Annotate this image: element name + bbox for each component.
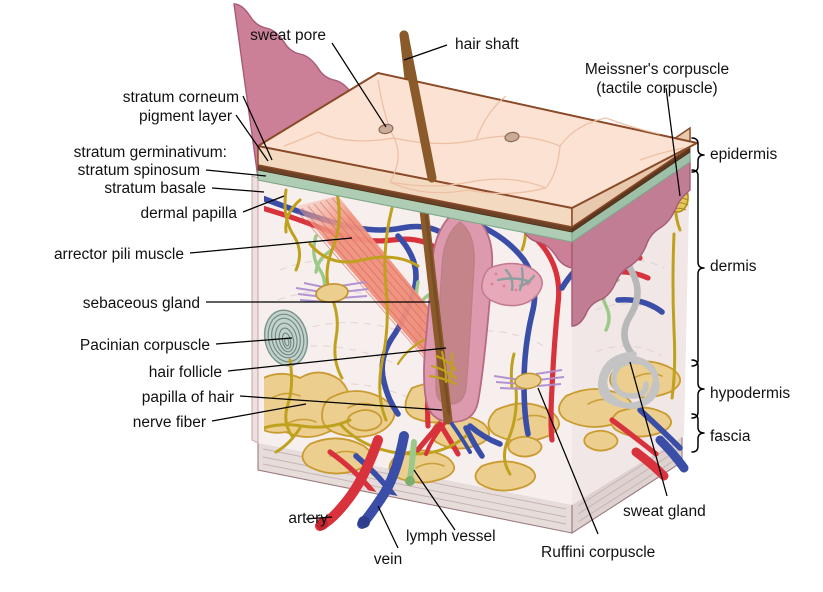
sweat-gland-coil	[597, 351, 660, 409]
skin-top-surface	[257, 72, 698, 209]
label-stratum-spinosum: stratum spinosum	[78, 162, 200, 179]
bracket-label-hypodermis: hypodermis	[710, 385, 790, 402]
label-meissner-corpuscle-line2: (tactile corpuscle)	[596, 80, 717, 97]
label-arrector-pili-muscle: arrector pili muscle	[54, 246, 184, 263]
bracket-label-dermis: dermis	[710, 258, 757, 275]
label-sweat-pore: sweat pore	[250, 27, 326, 44]
label-pigment-layer: pigment layer	[139, 108, 232, 125]
skin-block	[233, 3, 698, 535]
sweat-pore-center	[504, 131, 520, 143]
label-pacinian-corpuscle: Pacinian corpuscle	[80, 337, 210, 354]
leader-lines	[189, 42, 681, 549]
label-nerve-fiber: nerve fiber	[133, 414, 206, 431]
label-stratum-corneum: stratum corneum	[123, 89, 239, 106]
label-stratum-germinativum: stratum germinativum:	[74, 144, 227, 161]
pacinian-nerve-stalk	[284, 358, 294, 438]
label-hair-shaft: hair shaft	[455, 36, 519, 53]
label-sebaceous-gland: sebaceous gland	[83, 295, 200, 312]
label-artery: artery	[288, 510, 328, 527]
label-stratum-basale: stratum basale	[104, 180, 206, 197]
label-sweat-gland: sweat gland	[623, 503, 706, 520]
skin-surface-furrows	[283, 79, 685, 195]
sweat-pore-left	[378, 123, 394, 135]
bracket-label-epidermis: epidermis	[710, 146, 777, 163]
sebaceous-gland	[295, 281, 369, 303]
label-hair-follicle: hair follicle	[149, 364, 222, 381]
label-meissner-corpuscle-line1: Meissner's corpuscle	[585, 61, 729, 78]
subcutaneous-vessels	[315, 431, 689, 531]
label-vein: vein	[374, 551, 402, 568]
label-ruffini-corpuscle: Ruffini corpuscle	[541, 544, 655, 561]
dermal-plexus-cluster	[481, 262, 543, 307]
layer-brackets	[691, 137, 705, 453]
stratum-basale-right	[571, 158, 691, 327]
ruffini-corpuscle	[493, 369, 565, 390]
label-lymph-vessel: lymph vessel	[406, 528, 496, 545]
label-dermal-papilla: dermal papilla	[141, 205, 238, 222]
papilla-of-hair	[396, 338, 472, 456]
label-papilla-of-hair: papilla of hair	[142, 389, 234, 406]
bracket-label-fascia: fascia	[710, 428, 751, 445]
